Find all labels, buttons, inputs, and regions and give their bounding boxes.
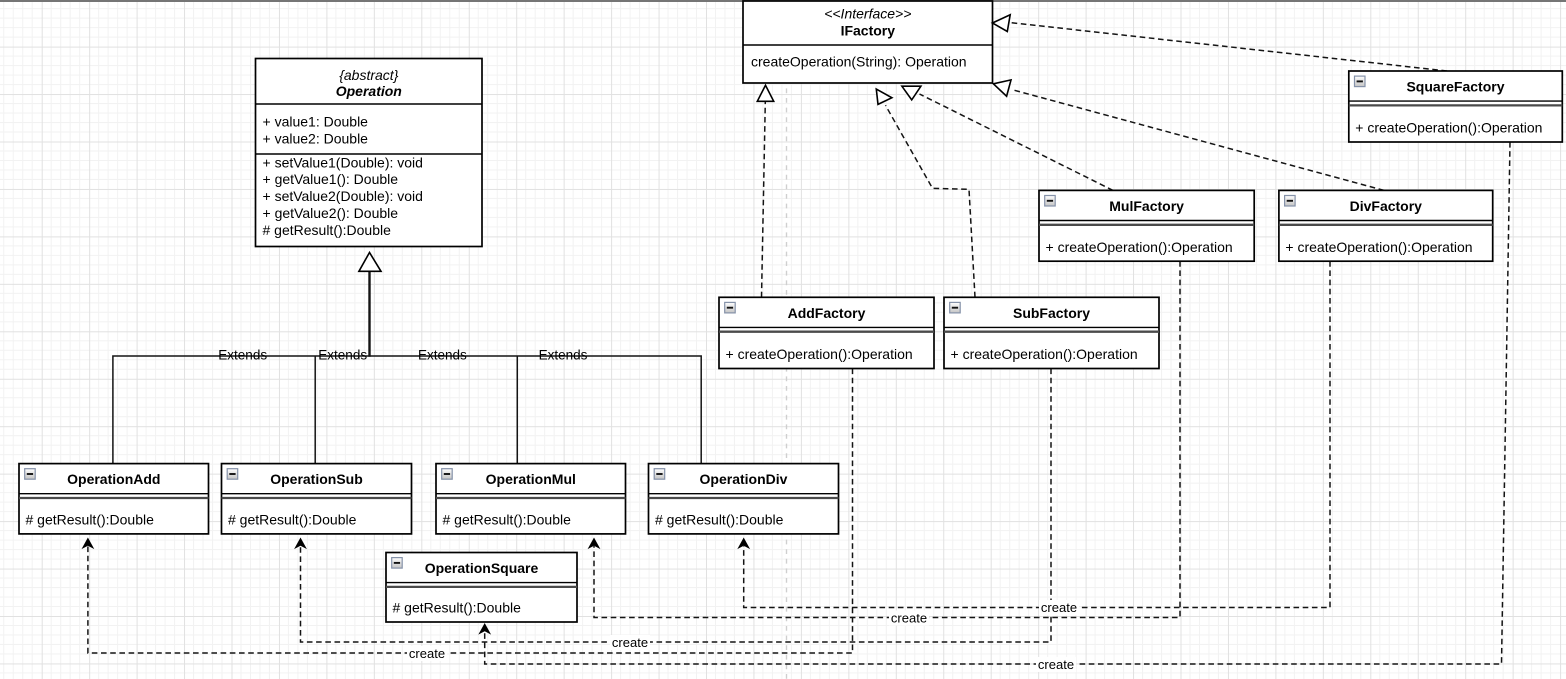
svg-text:AddFactory: AddFactory: [788, 305, 866, 321]
svg-text:Extends: Extends: [418, 348, 467, 363]
svg-text:+ getValue2(): Double: + getValue2(): Double: [263, 205, 399, 221]
svg-text:Extends: Extends: [218, 348, 267, 363]
svg-text:+ createOperation():Operation: + createOperation():Operation: [1046, 239, 1233, 255]
svg-text:create: create: [409, 646, 445, 661]
svg-text:+ value1: Double: + value1: Double: [263, 114, 369, 130]
svg-text:OperationDiv: OperationDiv: [700, 471, 788, 487]
svg-text:# getResult():Double: # getResult():Double: [228, 512, 357, 528]
svg-text:OperationSub: OperationSub: [270, 471, 363, 487]
svg-text:OperationAdd: OperationAdd: [67, 471, 160, 487]
svg-text:OperationMul: OperationMul: [486, 471, 576, 487]
svg-text:Extends: Extends: [318, 348, 367, 363]
svg-text:# getResult():Double: # getResult():Double: [263, 222, 392, 238]
svg-text:MulFactory: MulFactory: [1109, 198, 1184, 214]
svg-text:Operation: Operation: [336, 83, 402, 99]
svg-text:<<Interface>>: <<Interface>>: [824, 6, 911, 22]
svg-text:create: create: [891, 611, 927, 626]
svg-text:# getResult():Double: # getResult():Double: [393, 600, 522, 616]
svg-text:create: create: [1041, 600, 1077, 615]
svg-text:+ setValue1(Double): void: + setValue1(Double): void: [263, 154, 423, 170]
svg-text:+ createOperation():Operation: + createOperation():Operation: [1285, 239, 1472, 255]
svg-text:+ value2: Double: + value2: Double: [263, 131, 369, 147]
svg-text:DivFactory: DivFactory: [1350, 198, 1423, 214]
svg-text:+ getValue1(): Double: + getValue1(): Double: [263, 171, 399, 187]
svg-text:SubFactory: SubFactory: [1013, 305, 1090, 321]
svg-text:+ createOperation():Operation: + createOperation():Operation: [1355, 120, 1542, 136]
svg-text:OperationSquare: OperationSquare: [425, 560, 539, 576]
svg-text:+ createOperation():Operation: + createOperation():Operation: [951, 346, 1138, 362]
svg-text:create: create: [1038, 657, 1074, 672]
svg-text:create: create: [612, 635, 648, 650]
svg-text:# getResult():Double: # getResult():Double: [443, 512, 572, 528]
svg-text:+ setValue2(Double): void: + setValue2(Double): void: [263, 188, 423, 204]
svg-text:# getResult():Double: # getResult():Double: [655, 512, 784, 528]
svg-text:createOperation(String): Opera: createOperation(String): Operation: [751, 54, 967, 70]
svg-text:IFactory: IFactory: [841, 23, 896, 39]
svg-text:SquareFactory: SquareFactory: [1406, 79, 1504, 95]
svg-text:# getResult():Double: # getResult():Double: [26, 512, 155, 528]
svg-text:+ createOperation():Operation: + createOperation():Operation: [726, 346, 913, 362]
svg-text:{abstract}: {abstract}: [339, 67, 398, 83]
svg-text:Extends: Extends: [539, 348, 588, 363]
